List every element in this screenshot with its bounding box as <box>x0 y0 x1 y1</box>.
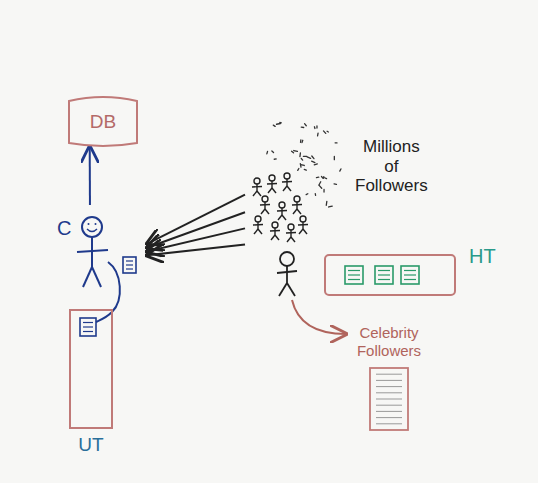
label-position: HT <box>469 245 496 268</box>
node-label: C <box>57 217 71 239</box>
shape-drawing <box>325 255 455 295</box>
label-position: Celebrity Followers <box>357 324 421 360</box>
shape-drawing <box>70 310 112 428</box>
home-timeline-box-outline <box>325 255 455 295</box>
celebrity-list-box: Celebrity Followers <box>370 368 408 430</box>
label-position: C <box>57 217 71 240</box>
home-timeline-box: HT <box>325 255 455 295</box>
node-label: UT <box>78 434 103 455</box>
celebrity-arrow <box>292 300 346 334</box>
label-position: DB <box>68 111 138 133</box>
celebrity-figure <box>277 252 297 296</box>
arrow-connector <box>147 245 245 256</box>
user-timeline-box: UT <box>70 310 112 428</box>
hand-line <box>96 262 120 322</box>
database-cylinder: DB <box>68 95 138 147</box>
follower-crowd: Millions of Followers <box>245 115 445 250</box>
shape-drawing <box>370 368 408 430</box>
label-position: Millions of Followers <box>355 137 428 196</box>
node-label: Millions of Followers <box>355 137 428 195</box>
label-position: UT <box>78 434 103 456</box>
arrow-connector <box>147 212 245 248</box>
shape-drawing <box>77 217 136 287</box>
arrow-connector <box>147 195 245 244</box>
user-timeline-box-outline <box>70 310 112 428</box>
arrow-connector <box>89 147 91 205</box>
arrow-connector <box>147 228 245 251</box>
celebrity-list-box-outline <box>370 368 408 430</box>
node-label: Celebrity Followers <box>357 324 421 359</box>
shape-drawing <box>69 97 137 146</box>
shape-drawing <box>252 122 341 242</box>
client-figure: C <box>55 205 147 300</box>
node-label: HT <box>469 245 496 267</box>
node-label: DB <box>90 111 116 132</box>
